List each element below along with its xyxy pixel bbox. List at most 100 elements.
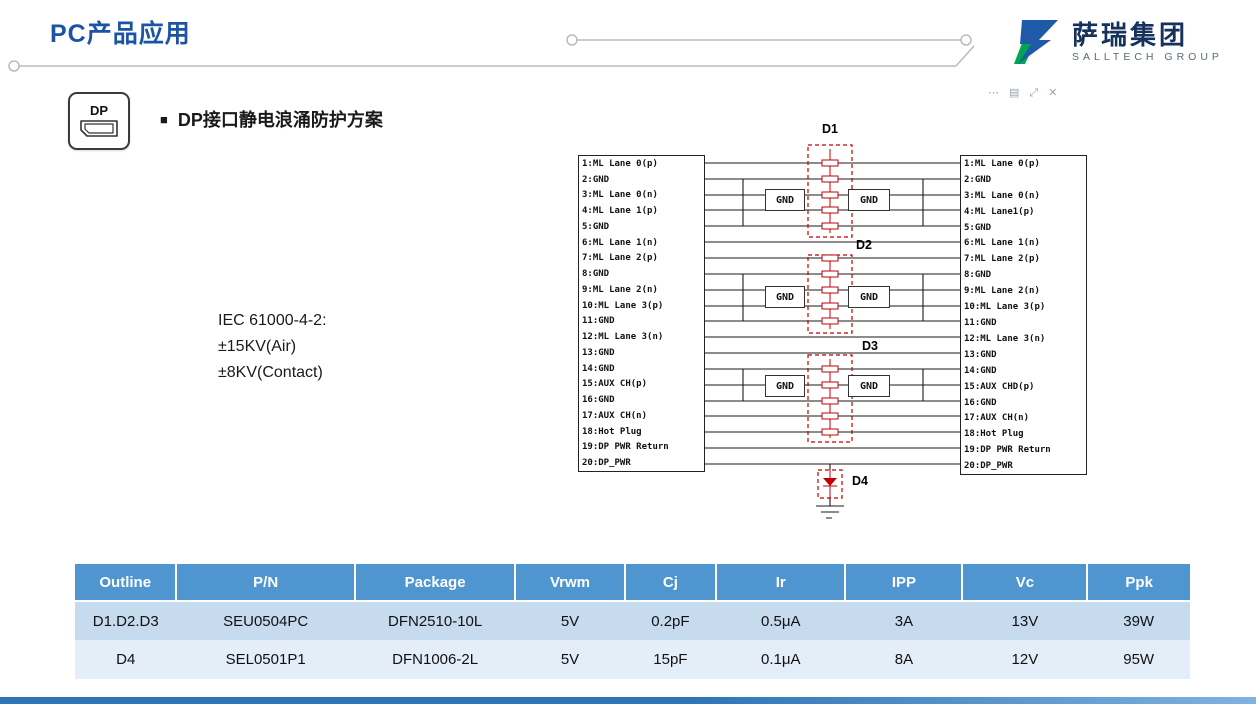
logo-mark-icon — [1014, 20, 1058, 64]
pin-label: 8:GND — [582, 269, 610, 280]
table-header-cell: Ppk — [1087, 564, 1190, 602]
pin-label: 8:GND — [964, 270, 992, 281]
pin-label: 20:DP_PWR — [582, 458, 631, 469]
pin-label: 14:GND — [964, 365, 997, 376]
logo-name-cn: 萨瑞集团 — [1072, 19, 1189, 50]
dp-connector-right: 1:ML Lane 0(p) 2:GND 3:ML Lane 0(n) 4:ML La… — [960, 155, 1087, 475]
table-cell: 95W — [1087, 640, 1190, 679]
square-bullet-icon: ■ — [160, 111, 168, 127]
pin-label: 2:GND — [582, 174, 610, 185]
circuit-diagram: 1:ML Lane 0(p) 2:GND 3:ML Lane 0(n) 4:ML La… — [558, 112, 1103, 557]
table-header-cell: Vrwm — [515, 564, 626, 602]
logo-name-en: SALLTECH GROUP — [1072, 51, 1223, 64]
pin-label: 13:GND — [964, 349, 997, 360]
section-title-text: DP接口静电浪涌防护方案 — [177, 110, 383, 130]
pin-label: 10:ML Lane 3(p) — [582, 300, 664, 311]
table-cell: 13V — [962, 601, 1088, 640]
table-cell: 5V — [515, 640, 625, 679]
device-label-d2: D2 — [856, 238, 872, 252]
pin-label: 17:AUX CH(n) — [964, 413, 1030, 424]
table-cell: D4 — [75, 640, 177, 679]
footer-bar — [0, 697, 1256, 704]
table-cell: D1.D2.D3 — [75, 601, 177, 640]
table-header-cell: Vc — [962, 564, 1089, 602]
pin-label: 16:GND — [964, 397, 997, 408]
pin-label: 13:GND — [582, 347, 615, 358]
pin-label: 4:ML Lane1(p) — [964, 206, 1035, 217]
table-header-cell: Outline — [75, 564, 178, 602]
device-label-d4: D4 — [852, 474, 868, 488]
tvs-array-symbols — [821, 149, 839, 498]
pin-label: 4:ML Lane 1(p) — [582, 206, 658, 217]
device-label-d3: D3 — [862, 339, 878, 353]
pin-label: 9:ML Lane 2(n) — [582, 284, 658, 295]
table-header-cell: Ir — [716, 564, 847, 602]
pin-label: 6:ML Lane 1(n) — [582, 237, 658, 248]
table-cell: 39W — [1087, 601, 1190, 640]
gnd-label: GND — [848, 189, 890, 211]
dp-badge-label: DP — [89, 102, 109, 118]
gnd-label: GND — [765, 189, 805, 211]
pin-label: 7:ML Lane 2(p) — [964, 254, 1040, 265]
pin-label: 5:GND — [964, 222, 992, 233]
pin-label: 12:ML Lane 3(n) — [582, 332, 664, 343]
table-header-cell: Cj — [624, 564, 718, 602]
pin-label: 17:AUX CH(n) — [582, 410, 648, 421]
spec-line: IEC 61000-4-2: — [218, 312, 327, 329]
pin-label: 5:GND — [582, 221, 610, 232]
toolbar-icon[interactable]: ✕ — [1048, 87, 1058, 99]
pin-label: 3:ML Lane 0(n) — [964, 190, 1040, 201]
pin-label: 6:ML Lane 1(n) — [964, 238, 1040, 249]
displayport-badge: DP — [68, 92, 130, 150]
pin-label: 11:GND — [964, 318, 997, 329]
pin-label: 3:ML Lane 0(n) — [582, 190, 658, 201]
pin-label: 18:Hot Plug — [964, 429, 1024, 440]
table-cell: 0.5μA — [716, 601, 846, 640]
pin-label: 14:GND — [582, 363, 615, 374]
pin-label: 19:DP PWR Return — [964, 445, 1051, 456]
pin-label: 18:Hot Plug — [582, 426, 642, 437]
table-cell: 12V — [962, 640, 1088, 679]
pin-label: 15:AUX CHD(p) — [964, 381, 1035, 392]
pin-label: 20:DP_PWR — [964, 461, 1013, 472]
section-title: ■ DP接口静电浪涌防护方案 — [160, 106, 383, 132]
toolbar-icon[interactable]: ⤢ — [1029, 87, 1039, 99]
company-logo: 萨瑞集团 SALLTECH GROUP — [1008, 18, 1223, 66]
pin-label: 7:ML Lane 2(p) — [582, 253, 658, 264]
schematic-wires — [705, 144, 960, 519]
toolbar-icon[interactable]: ▤ — [1009, 87, 1020, 99]
dp-connector-left: 1:ML Lane 0(p) 2:GND 3:ML Lane 0(n) 4:ML La… — [578, 155, 705, 472]
spec-line: ±15KV(Air) — [218, 338, 297, 355]
pin-label: 16:GND — [582, 395, 615, 406]
pin-label: 12:ML Lane 3(n) — [964, 333, 1046, 344]
pin-label: 11:GND — [582, 316, 615, 327]
dp-connector-icon — [80, 119, 118, 137]
device-label-d1: D1 — [822, 122, 838, 136]
pin-label: 19:DP PWR Return — [582, 442, 669, 453]
gnd-label: GND — [848, 375, 890, 397]
pin-label: 15:AUX CH(p) — [582, 379, 648, 390]
gnd-label: GND — [765, 375, 805, 397]
table-cell: DFN2510-10L — [354, 601, 516, 640]
pin-label: 2:GND — [964, 174, 992, 185]
gnd-tie-wires — [742, 179, 924, 401]
table-cell: 0.2pF — [624, 601, 717, 640]
toolbar-icon[interactable]: ⋯ — [988, 87, 999, 99]
table-cell: DFN1006-2L — [354, 640, 516, 679]
pin-label: 1:ML Lane 0(p) — [582, 158, 658, 169]
pin-label: 1:ML Lane 0(p) — [964, 158, 1040, 169]
gnd-label: GND — [848, 286, 890, 308]
page-title: PC产品应用 — [50, 20, 191, 48]
table-header-cell: Package — [354, 564, 517, 602]
ground-symbol — [816, 464, 844, 519]
table-cell: SEU0504PC — [176, 601, 355, 640]
spec-line: ±8KV(Contact) — [218, 364, 323, 381]
table-header-cell: P/N — [176, 564, 356, 602]
pin-label: 10:ML Lane 3(p) — [964, 302, 1046, 313]
table-cell: 5V — [515, 601, 625, 640]
table-cell: 3A — [845, 601, 963, 640]
